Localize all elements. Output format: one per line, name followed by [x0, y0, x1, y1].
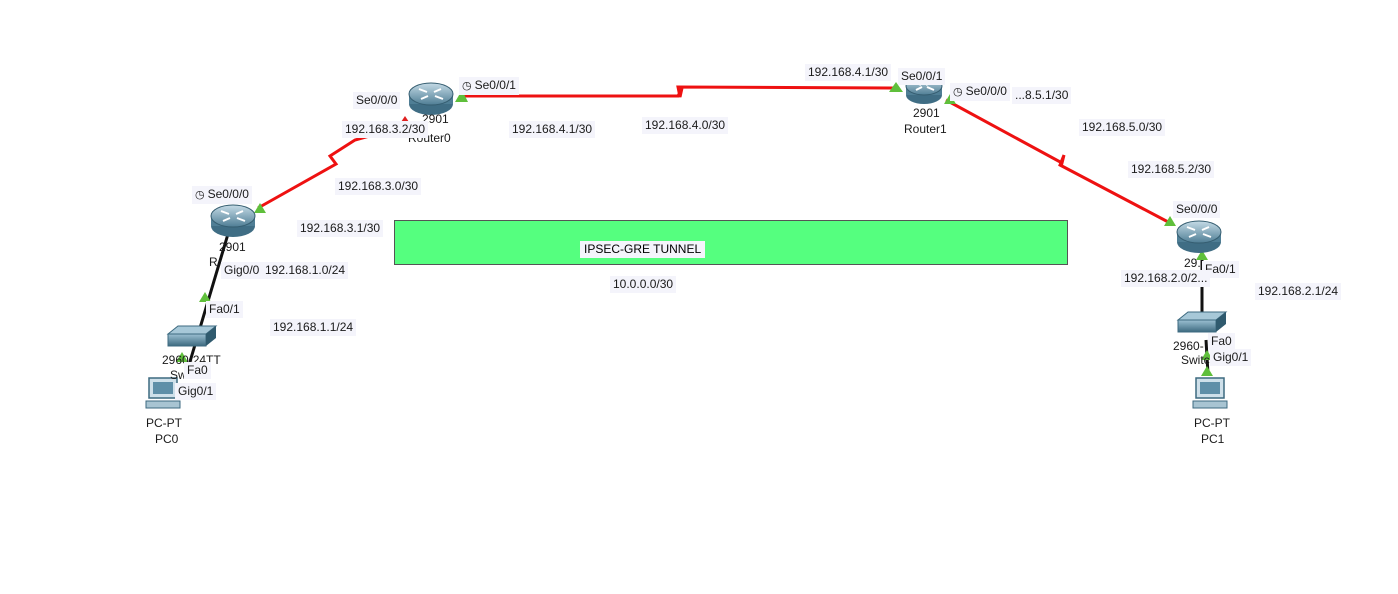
network-1-0-label: 192.168.1.0/24 [262, 262, 349, 279]
left-switch-fa0-label: Fa0 [184, 362, 211, 379]
right-switch-name: Switch [1181, 353, 1217, 367]
router-icon[interactable] [210, 204, 256, 237]
router0-ip-4-1-label: 192.168.4.1/30 [509, 121, 596, 138]
router0-se000-label: Se0/0/0 [353, 92, 401, 109]
link-up-indicator [254, 203, 266, 213]
router-icon[interactable] [408, 82, 454, 115]
link-up-indicator [1164, 216, 1176, 226]
network-2-0-label: 192.168.2.0/2... [1121, 270, 1211, 287]
right-switch-fa0-label: Fa0 [1208, 333, 1235, 350]
right-router-model: 29... [1184, 256, 1208, 270]
pc1-gig01-label: Gig0/1 [1210, 349, 1252, 366]
right-switch-model: 2960- [1173, 339, 1204, 353]
link-up-indicator [199, 292, 211, 302]
serial-link-router0-left-router[interactable] [257, 124, 407, 210]
link-status-indicators [176, 82, 1213, 376]
link-up-indicator [455, 90, 468, 102]
link-up-indicator [1196, 250, 1208, 260]
pc1-name: PC1 [1201, 432, 1225, 446]
tunnel-network-label: 10.0.0.0/30 [610, 276, 677, 293]
router1-se000-label: ◷Se0/0/0 [950, 83, 1010, 101]
left-router-se000-label: ◷Se0/0/0 [192, 186, 252, 204]
network-3-0-label: 192.168.3.0/30 [335, 178, 422, 195]
pc1-type: PC-PT [1194, 416, 1230, 430]
tunnel-label: IPSEC-GRE TUNNEL [580, 241, 706, 258]
clock-icon: ◷ [195, 189, 205, 201]
serial-link-router1-right-router[interactable] [945, 98, 1173, 226]
pc0-type: PC-PT [146, 416, 182, 430]
switch-icon[interactable] [1176, 311, 1228, 333]
left-router-gig00-label: Gig0/0 [221, 262, 263, 279]
left-router-model: 2901 [219, 240, 246, 254]
left-switch-fa01-label: Fa0/1 [206, 301, 243, 318]
router1-ip-5-1-label: ...8.5.1/30 [1012, 87, 1072, 104]
serial-link-router0-router1[interactable] [460, 85, 896, 98]
router1-name: Router1 [904, 122, 947, 136]
right-router-ip-5-2-label: 192.168.5.2/30 [1128, 161, 1215, 178]
clock-icon: ◷ [953, 86, 963, 98]
router1-ip-4-1-label: 192.168.4.1/30 [805, 64, 892, 81]
switch-icon[interactable] [166, 325, 218, 347]
link-up-indicator [889, 82, 903, 92]
network-4-0-label: 192.168.4.0/30 [642, 117, 729, 134]
ip-1-1-label: 192.168.1.1/24 [270, 319, 357, 336]
right-router-se000-label: Se0/0/0 [1173, 201, 1221, 218]
link-up-indicator [1201, 366, 1213, 376]
ipsec-gre-tunnel-area[interactable] [394, 220, 1068, 265]
pc0-gig01-label: Gig0/1 [175, 383, 217, 400]
router0-model: 2901 [422, 112, 449, 126]
router1-se001-label: Se0/0/1 [898, 68, 946, 85]
right-router-fa01-label: Fa0/1 [1202, 261, 1239, 278]
router1-model: 2901 [913, 106, 940, 120]
link-up-indicator [176, 352, 188, 362]
network-5-0-label: 192.168.5.0/30 [1079, 119, 1166, 136]
pc0-name: PC0 [155, 432, 179, 446]
pc-icon[interactable] [1192, 377, 1228, 409]
left-router-ip-3-1-label: 192.168.3.1/30 [297, 220, 384, 237]
clock-icon: ◷ [462, 80, 472, 92]
router0-se001-label: ◷Se0/0/1 [459, 77, 519, 95]
router0-ip-3-2-label: 192.168.3.2/30 [342, 121, 429, 138]
ip-2-1-label: 192.168.2.1/24 [1255, 283, 1342, 300]
router-icon[interactable] [1176, 220, 1222, 253]
